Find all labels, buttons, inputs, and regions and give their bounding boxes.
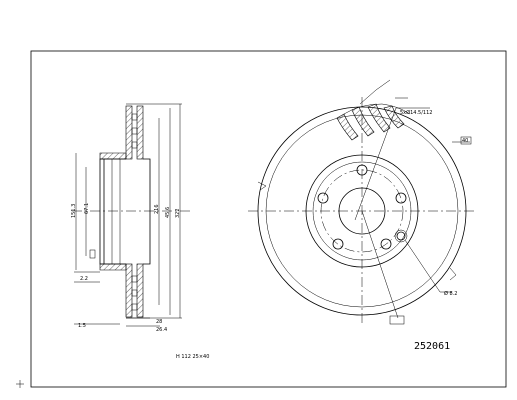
dim-height-b: 1.5 [78, 323, 86, 329]
dim-thickness-bottom: 26.4 [156, 327, 167, 333]
tag-a-label: 40 [462, 138, 468, 144]
tag-box-b [389, 315, 405, 325]
disc-plate-upper [125, 105, 133, 160]
angle-note-label: Ø 8.2 [444, 290, 457, 297]
side-section-view: 151.3 67.1 216 45.6 322 28 26.4 2.2 1.5 [71, 103, 190, 333]
hat-hatch [99, 152, 127, 160]
front-view: 5xØ14.5/112 Ø 8.2 40 [248, 79, 476, 325]
dimension-lines [74, 103, 182, 327]
holes-spec-label: 5xØ14.5/112 [400, 109, 432, 116]
dim-dia-outer: 322 [175, 208, 181, 218]
part-number: 252061 [414, 341, 450, 352]
dim-dia-hat: 151.3 [71, 204, 77, 218]
bolt-holes [317, 164, 408, 250]
bolt-hole-5 [395, 192, 407, 204]
bolt-hole-2 [317, 192, 329, 204]
bolt-hole-4 [380, 238, 392, 250]
hat-profile [99, 158, 151, 265]
dim-height: 45.6 [165, 207, 171, 218]
footnote-text: H 112 25×40 [176, 354, 209, 360]
drawing-frame [30, 50, 507, 388]
hat-hatch-lower [99, 263, 127, 271]
corner-mark [16, 380, 24, 388]
disc-plate-lower [125, 263, 133, 318]
vent-slot-pattern [336, 103, 411, 141]
dim-dia-bore: 67.1 [84, 203, 90, 214]
locating-hole-ring [394, 229, 408, 243]
dim-dia-inner: 216 [154, 204, 160, 214]
dim-offset: 2.2 [80, 276, 88, 282]
locating-hole [396, 231, 406, 241]
tag-box-a [460, 136, 472, 145]
disc-plate-upper-right [136, 105, 144, 160]
hub-mark [89, 249, 96, 259]
dim-thickness-top: 28 [156, 319, 162, 325]
bolt-hole-3 [332, 238, 344, 250]
vent-vanes [131, 113, 138, 311]
disc-plate-lower-right [136, 263, 144, 318]
leader-lines [257, 79, 470, 319]
